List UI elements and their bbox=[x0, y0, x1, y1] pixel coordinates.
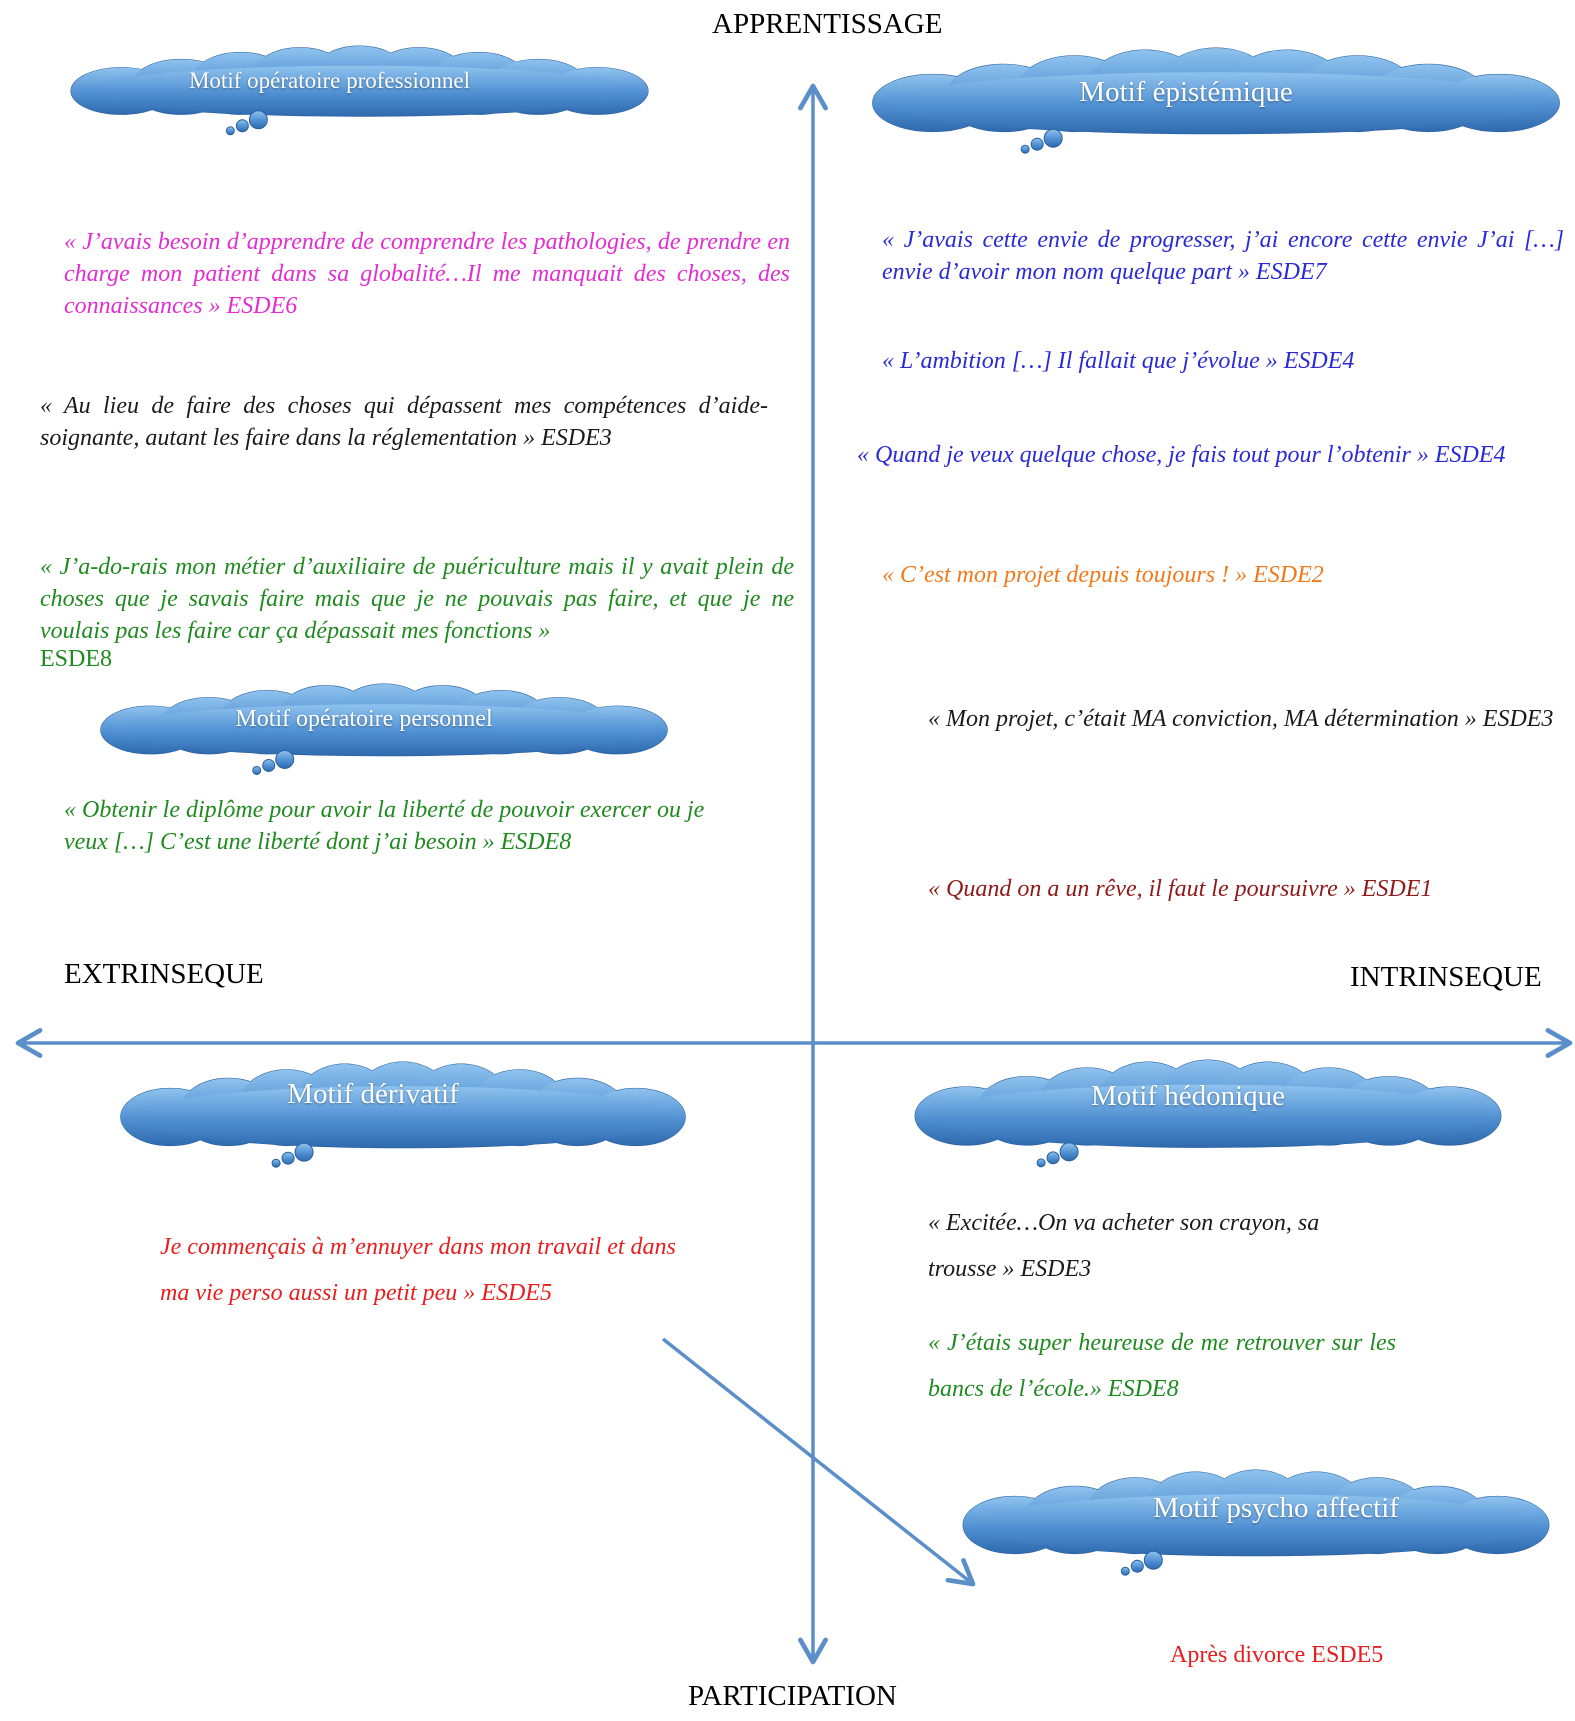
cloud-motif-epistemique: Motif épistémique bbox=[862, 47, 1570, 158]
cloud-shape bbox=[70, 45, 649, 136]
cloud-motif-operatoire-personnel: Motif opératoire personnel bbox=[92, 683, 676, 776]
cloud-motif-operatoire-professionnel: Motif opératoire professionnel bbox=[62, 45, 657, 136]
quote-esde8-metier-ref: ESDE8 bbox=[40, 646, 112, 672]
quote-esde3-projet: « Mon projet, c’était MA conviction, MA … bbox=[928, 706, 1554, 732]
cloud-shape bbox=[120, 1061, 686, 1168]
cloud-shape bbox=[100, 683, 668, 775]
quote-esde7: « J’avais cette envie de progresser, j’a… bbox=[882, 227, 1564, 285]
quote-esde2: « C’est mon projet depuis toujours ! » E… bbox=[882, 562, 1324, 588]
cloud-shape bbox=[962, 1469, 1550, 1576]
quote-esde5-ennui: Je commençais à m’ennuyer dans mon trava… bbox=[160, 1234, 676, 1306]
derivatif-to-psycho-arrow bbox=[661, 1337, 976, 1587]
axis-label-left: EXTRINSEQUE bbox=[64, 958, 264, 990]
quote-esde4-obtenir: « Quand je veux quelque chose, je fais t… bbox=[857, 442, 1506, 468]
axis-label-top: APPRENTISSAGE bbox=[712, 8, 943, 40]
axis-label-right: INTRINSEQUE bbox=[1350, 961, 1542, 993]
quote-esde6: « J’avais besoin d’apprendre de comprend… bbox=[64, 229, 790, 319]
axis-label-bottom: PARTICIPATION bbox=[688, 1680, 897, 1712]
quote-esde8-ecole: « J’étais super heureuse de me retrouver… bbox=[928, 1330, 1396, 1402]
cloud-label-epistemique: Motif épistémique bbox=[1079, 76, 1293, 108]
quote-esde1: « Quand on a un rêve, il faut le poursui… bbox=[928, 876, 1433, 902]
cloud-shape bbox=[872, 47, 1560, 154]
cloud-label-personnel: Motif opératoire personnel bbox=[235, 706, 493, 732]
cloud-motif-derivatif: Motif dérivatif bbox=[112, 1061, 694, 1172]
cloud-motif-hedonique: Motif hédonique bbox=[906, 1059, 1510, 1172]
cloud-label-derivatif: Motif dérivatif bbox=[287, 1078, 459, 1110]
quote-esde5-divorce: Après divorce ESDE5 bbox=[1170, 1642, 1384, 1668]
quote-esde3-excitee: « Excitée…On va acheter son crayon, sa t… bbox=[928, 1210, 1320, 1282]
quote-esde8-diplome: « Obtenir le diplôme pour avoir la liber… bbox=[64, 797, 705, 855]
quote-esde4-ambition: « L’ambition […] Il fallait que j’évolue… bbox=[882, 348, 1355, 374]
cloud-label-psycho: Motif psycho affectif bbox=[1153, 1492, 1399, 1524]
cloud-shape bbox=[914, 1059, 1502, 1168]
cloud-label-professionnel: Motif opératoire professionnel bbox=[188, 68, 471, 93]
quote-esde8-metier: « J’a-do-rais mon métier d’auxiliaire de… bbox=[40, 554, 794, 644]
cloud-label-hedonique: Motif hédonique bbox=[1090, 1080, 1286, 1112]
cloud-motif-psycho-affectif: Motif psycho affectif bbox=[954, 1469, 1558, 1580]
quote-esde3-competences: « Au lieu de faire des choses qui dépass… bbox=[40, 393, 768, 451]
